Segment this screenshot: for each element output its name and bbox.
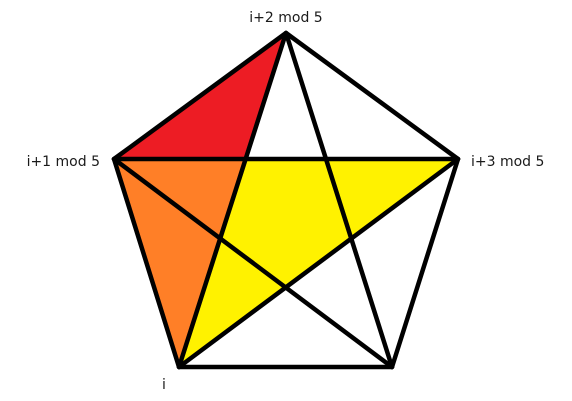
vertex-label-right: i+3 mod 5: [471, 154, 544, 170]
diagonal-top-bottomleft: [176, 30, 289, 370]
diagonal-top-bottomright: [283, 30, 395, 370]
pentagon-edge-top-right: [283, 30, 461, 162]
pentagon-edge-top-left: [111, 30, 289, 162]
vertex-label-top: i+2 mod 5: [249, 10, 322, 26]
vertex-label-bottom-left: i: [162, 377, 166, 393]
vertex-label-left: i+1 mod 5: [27, 154, 100, 170]
pentagon-edge-right: [389, 156, 461, 370]
diagonal-right-bottomleft: [176, 156, 461, 370]
orange-triangle-region: [114, 159, 246, 367]
pentagon-edge-left: [111, 156, 182, 370]
diagonal-left-bottomright: [111, 156, 395, 370]
